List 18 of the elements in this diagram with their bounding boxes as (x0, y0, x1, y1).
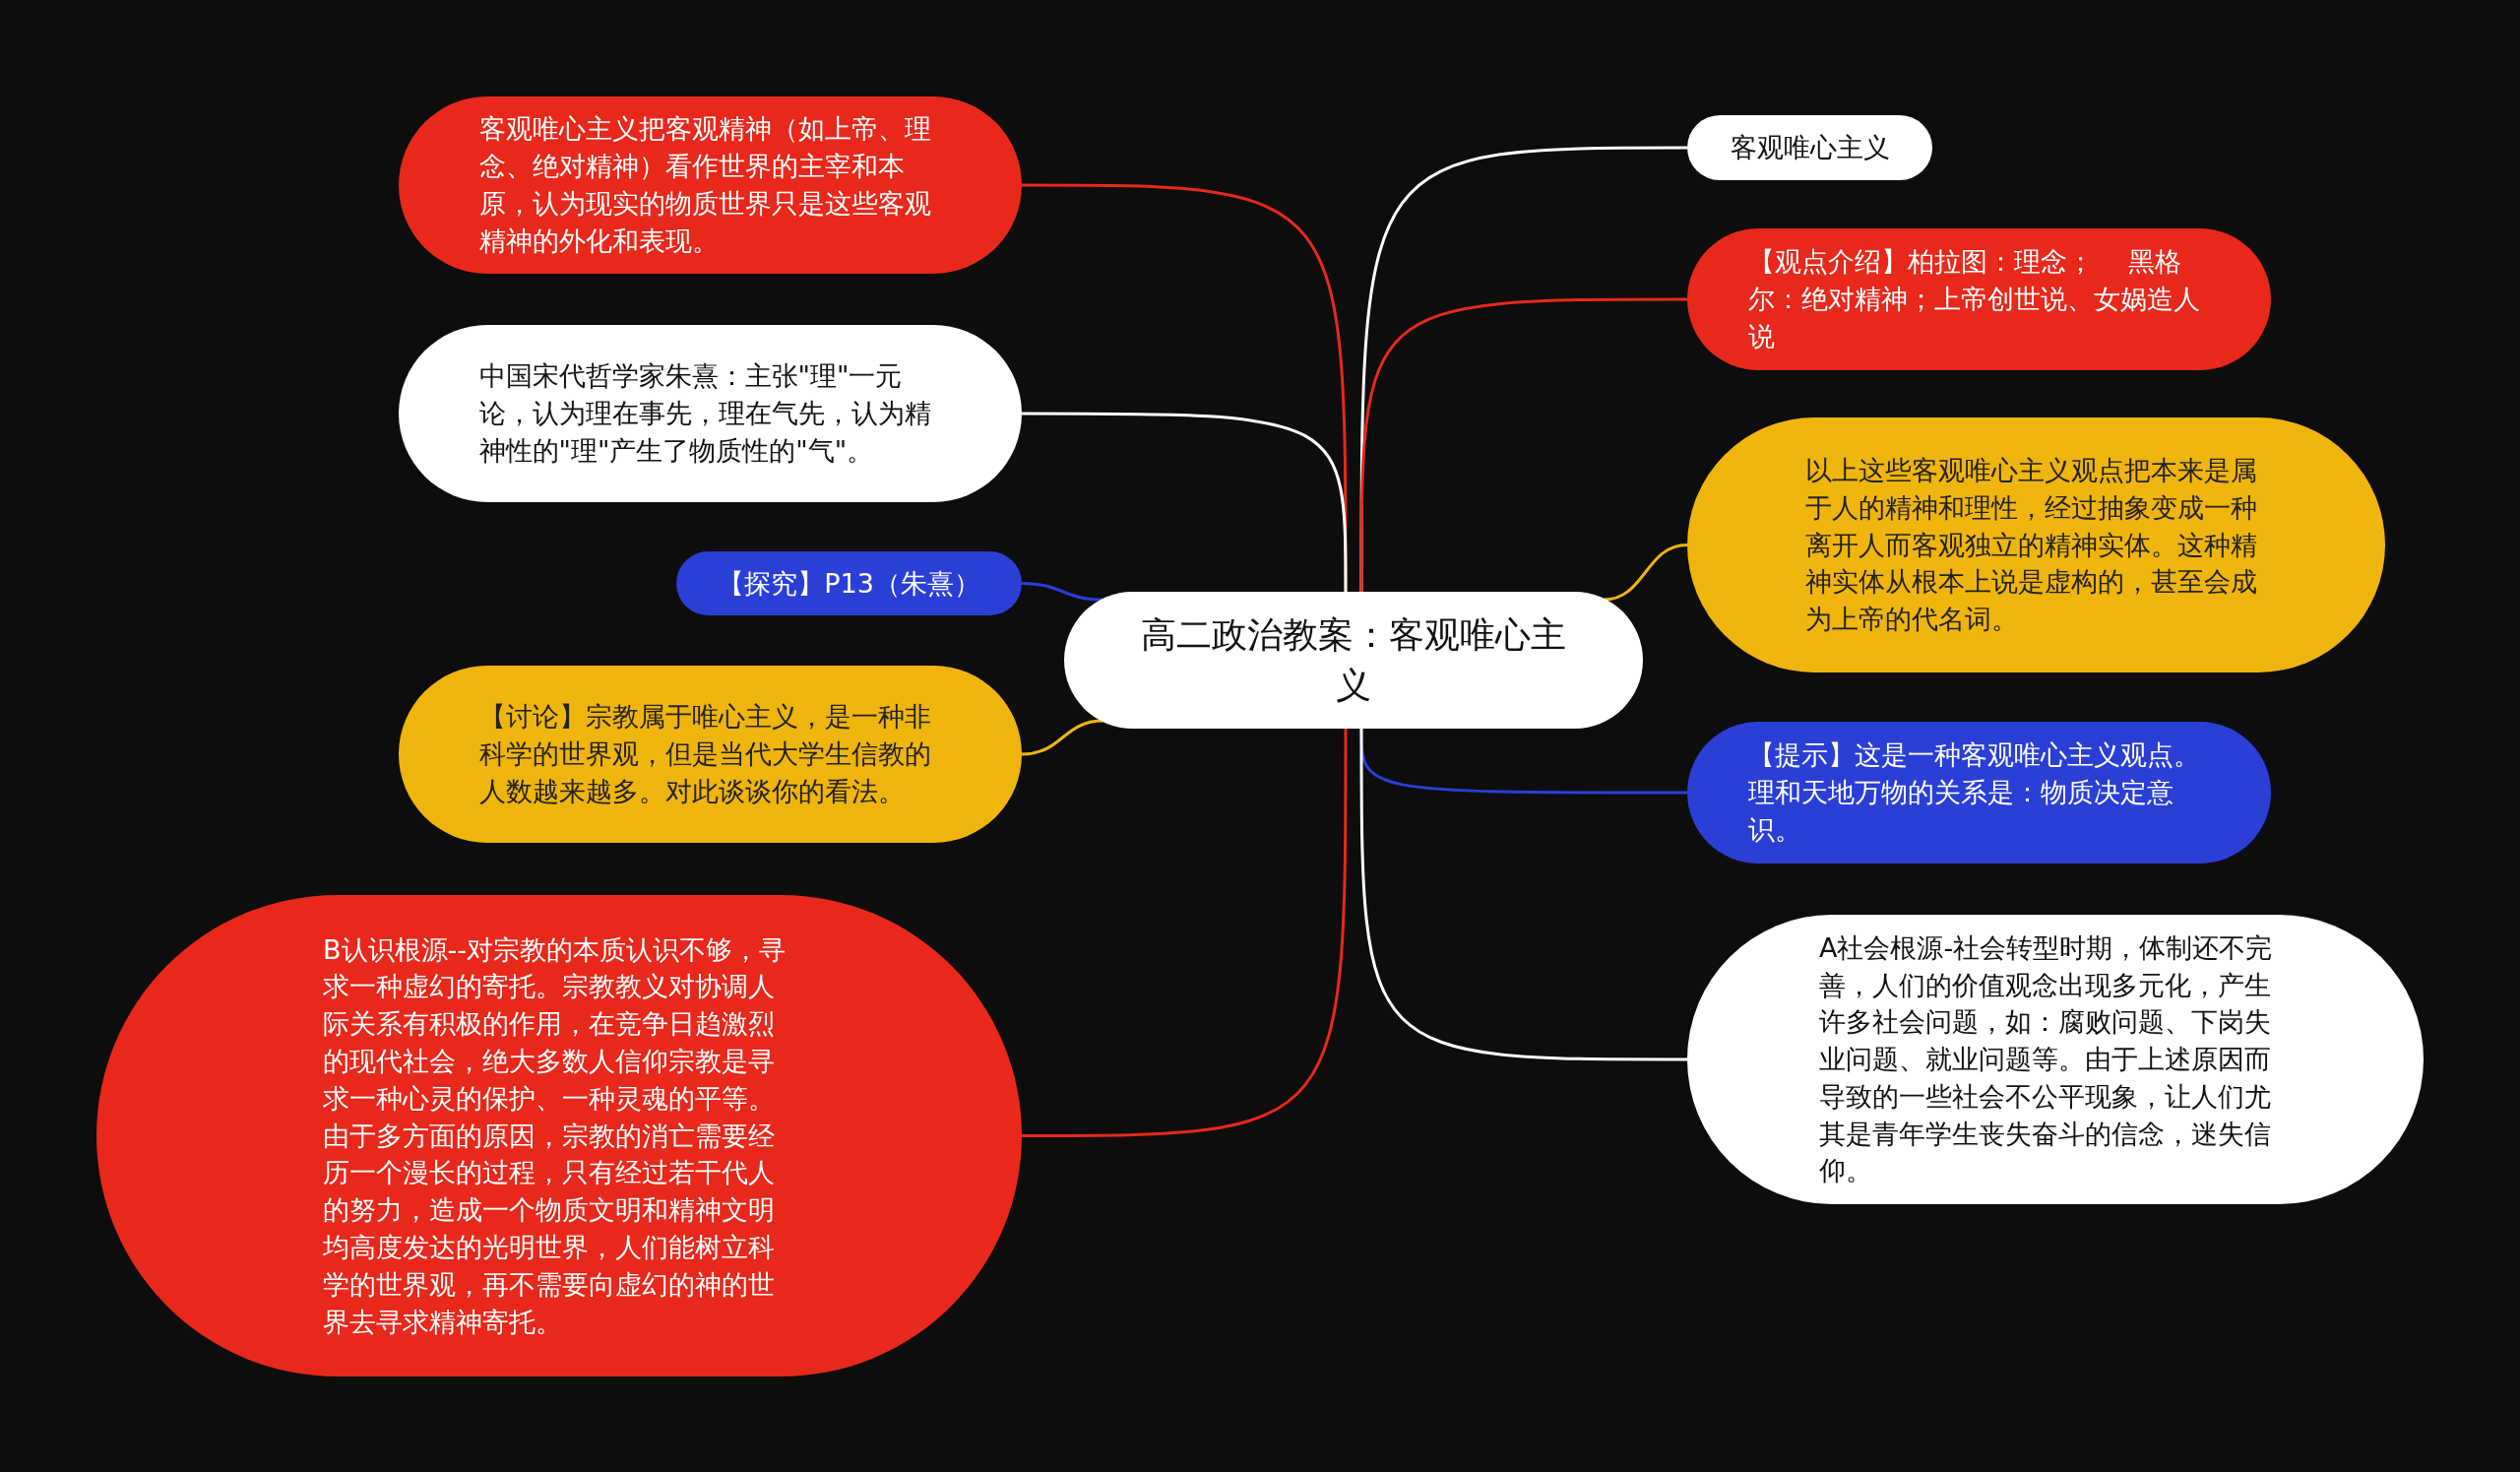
branch-connector (1359, 729, 1687, 1061)
branch-connector (1359, 297, 1687, 592)
topic-text: 中国宋代哲学家朱熹：主张"理"一元论，认为理在事先，理在气先，认为精神性的"理"产生了物质性的"气"。 (478, 359, 932, 468)
central-topic-text: 高二政治教案：客观唯心主义 (1140, 613, 1567, 707)
topic-text: 客观唯心主义把客观精神（如上帝、理念、绝对精神）看作世界的主宰和本原，认为现实的物质世界只是这些客观精神的外化和表现。 (478, 112, 932, 258)
topic-text: A社会根源-社会转型时期，体制还不完善，人们的价值观念出现多元化，产生许多社会问题，如：腐败问题、下岗失业问题、就业问题等。由于上述原因而导致的一些社会不公平现象，让人们尤其是青年学生丧失奋斗的信念，迷失信仰。 (1819, 930, 2274, 1188)
topic-text: 【提示】这是一种客观唯心主义观点。理和天地万物的关系是：物质决定意识。 (1747, 738, 2201, 847)
topic-text: 【讨论】宗教属于唯心主义，是一种非科学的世界观，但是当代大学生信教的人数越来越多。对此谈谈你的看法。 (478, 700, 932, 808)
topic-text: 【观点介绍】柏拉图：理念； 黑格尔：绝对精神；上帝创世说、女娲造人说 (1747, 245, 2201, 353)
branch-connector (1022, 412, 1348, 592)
branch-connector (1021, 582, 1104, 602)
branch-connector (1603, 544, 1688, 602)
topic-text: 以上这些客观唯心主义观点把本来是属于人的精神和理性，经过抽象变成一种离开人而客观独立的精神实体。这种精神实体从根本上说是虚构的，甚至会成为上帝的代名词。 (1804, 454, 2258, 637)
topic-text: B认识根源--对宗教的本质认识不够，寻求一种虚幻的寄托。宗教教义对协调人际关系有积极的作用，在竞争日趋激烈的现代社会，绝大多数人信仰宗教是寻求一种心灵的保护、一种灵魂的平等。由于多方面的原因，宗教的消亡需要经历一个漫长的过程，只有经过若干代人的努力，造成一个物质文明和精神文明均高度发达的光明世界，人们能树立科学的世界观，再不需要向虚幻的神的世界去寻求精神寄托。 (323, 932, 787, 1339)
topic-text: 客观唯心主义 (1729, 131, 1891, 165)
branch-connector (1022, 729, 1348, 1137)
branch-connector (1021, 719, 1104, 756)
topic-text: 【探究】P13（朱熹） (717, 566, 981, 601)
